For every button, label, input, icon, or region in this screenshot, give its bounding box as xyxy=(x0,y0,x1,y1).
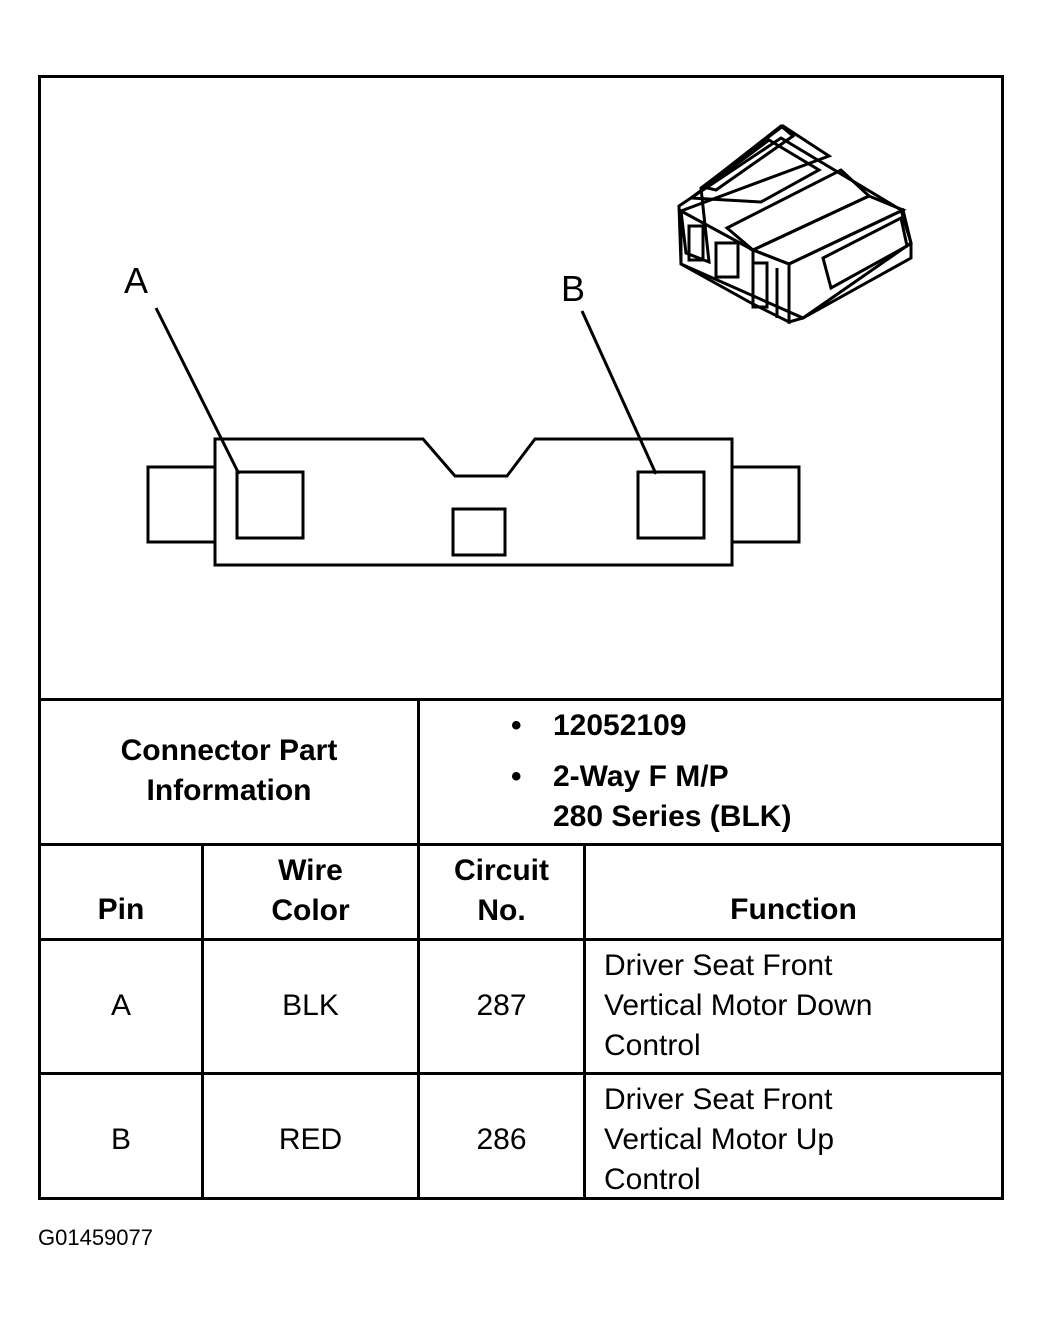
part-number: • 12052109 xyxy=(511,709,687,742)
info-divider xyxy=(417,698,420,843)
info-bottom-border xyxy=(41,843,1001,846)
row-a-function: Driver Seat Front Vertical Motor Down Co… xyxy=(604,949,873,1062)
header-pin: Pin xyxy=(97,893,145,926)
col-divider-2 xyxy=(417,843,420,1200)
right-latch-tab xyxy=(730,465,801,544)
connector-description-line1: 2-Way F M/P xyxy=(553,760,729,793)
row-a-pin: A xyxy=(110,989,131,1022)
connector-face-outline xyxy=(213,437,734,567)
col-divider-1 xyxy=(201,843,204,1200)
row-b-circuit: 286 xyxy=(476,1123,527,1156)
cavity-b xyxy=(636,470,706,540)
header-function: Function xyxy=(730,893,857,926)
center-key xyxy=(451,507,507,557)
leader-line-b xyxy=(580,310,658,475)
pin-label-a: A xyxy=(124,260,149,301)
row-a-wire-color: BLK xyxy=(282,989,339,1022)
table-top-border xyxy=(41,698,1001,701)
connector-info-label: Connector Part Information xyxy=(41,731,417,811)
leader-line-a xyxy=(154,307,241,475)
row-b-pin: B xyxy=(110,1123,131,1156)
connector-info-label-line1: Connector Part xyxy=(120,734,338,767)
row-b-wire-color: RED xyxy=(278,1123,343,1156)
header-circuit: Circuit No. xyxy=(453,854,549,927)
connector-description-line2: 280 Series (BLK) xyxy=(553,800,792,833)
left-latch-tab xyxy=(146,465,217,544)
connector-3d-view xyxy=(677,124,913,325)
connector-description: • 2-Way F M/P 280 Series (BLK) xyxy=(511,757,792,837)
connector-diagram xyxy=(146,124,913,567)
header-bottom-border xyxy=(41,938,1001,941)
row-b-function: Driver Seat Front Vertical Motor Up Cont… xyxy=(604,1083,835,1196)
part-number-value: 12052109 xyxy=(553,709,687,742)
connector-info-label-line2: Information xyxy=(146,774,312,807)
header-wire-color: Wire Color xyxy=(271,854,350,927)
row-a-circuit: 287 xyxy=(476,989,527,1022)
cavity-a xyxy=(235,470,305,540)
connector-frame: A B Connector Part Information • 1205210… xyxy=(38,75,1004,1200)
row-a-bottom-border xyxy=(41,1072,1001,1075)
figure-id: G01459077 xyxy=(38,1225,153,1250)
pin-label-b: B xyxy=(561,268,586,309)
col-divider-3 xyxy=(583,843,586,1200)
